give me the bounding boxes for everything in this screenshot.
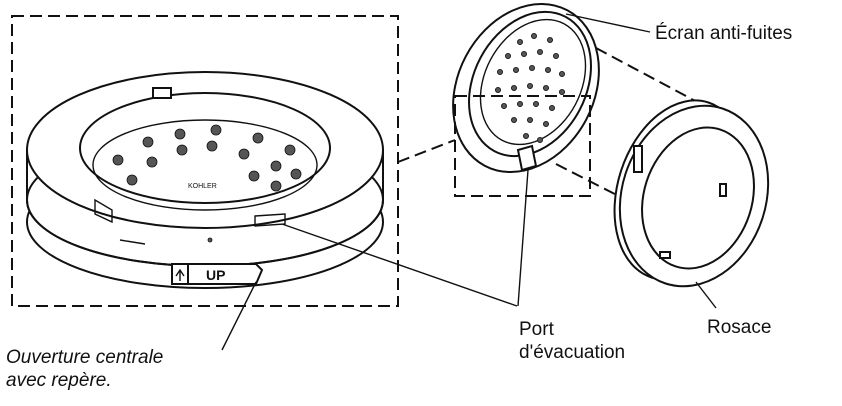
label-ecran-anti-fuites: Écran anti-fuites [655, 23, 793, 44]
label-ouverture-line1: Ouverture centrale [6, 347, 164, 368]
screen-port-stub [516, 144, 538, 172]
ring-floor-holes [112, 124, 302, 192]
label-ouverture-centrale: Ouverture centrale avec repère. [6, 346, 163, 392]
up-mark-text: UP [206, 267, 225, 283]
up-marker: UP [171, 263, 264, 285]
leader-port-from-screen [517, 169, 529, 307]
brand-mark: KOHLER [188, 183, 217, 190]
detail-connector-line [397, 139, 456, 163]
port-detail-box [454, 95, 591, 197]
label-port-line2: d'évacuation [519, 342, 626, 363]
leader-ouverture [221, 281, 257, 351]
label-ouverture-line2: avec repère. [6, 370, 112, 391]
leader-rosace [695, 281, 717, 309]
leader-port-from-ring [281, 223, 518, 307]
leader-ecran [565, 13, 651, 33]
label-port-evacuation: Port d'évacuation [519, 318, 625, 364]
screen-holes [494, 33, 566, 143]
label-port-line1: Port [519, 319, 554, 340]
enlarged-ring [26, 71, 384, 289]
label-rosace: Rosace [707, 317, 772, 338]
rosace-part [613, 99, 770, 288]
